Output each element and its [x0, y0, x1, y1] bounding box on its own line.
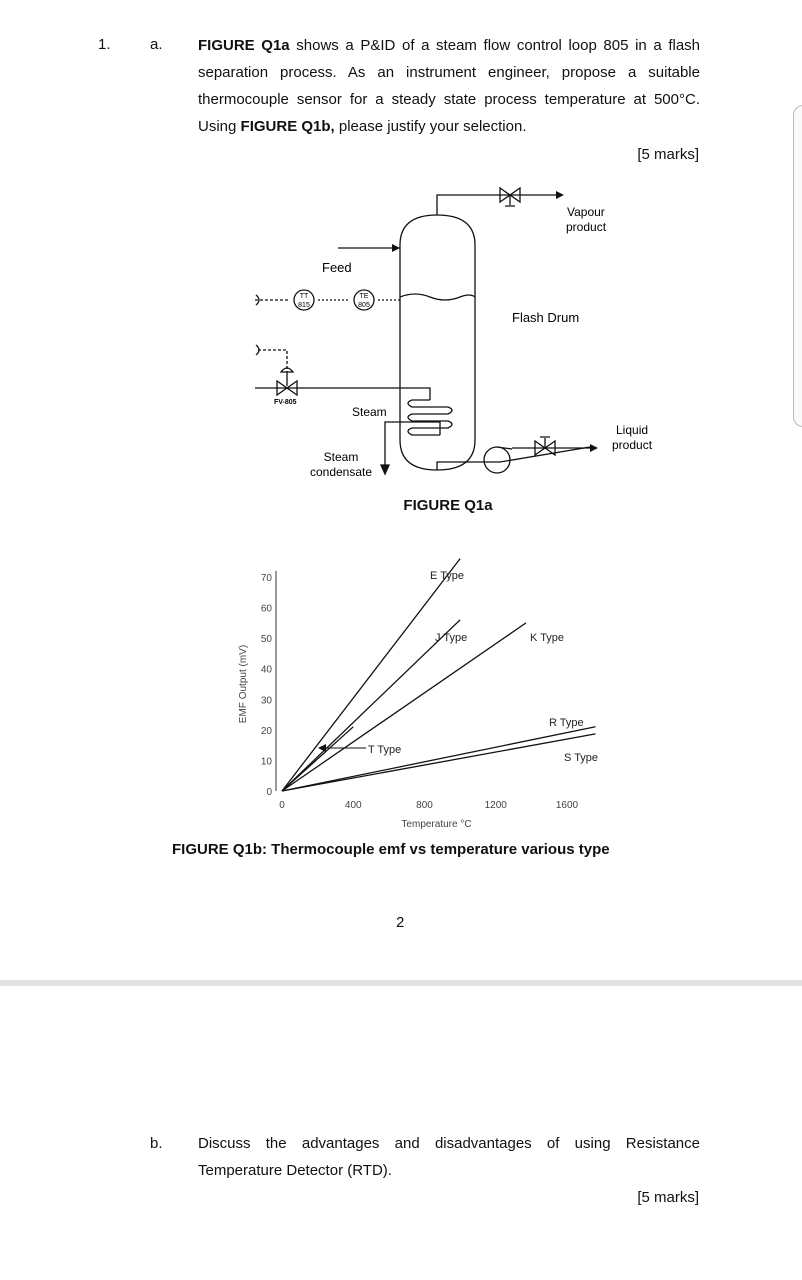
series-line-t-type: [281, 726, 354, 792]
y-tick-label: 30: [261, 695, 273, 706]
ref-figure-q1b: FIGURE Q1b,: [240, 118, 335, 135]
series-line-j-type: [281, 619, 461, 792]
tt-number: 815: [298, 302, 310, 309]
figure-q1b-caption: FIGURE Q1b: Thermocouple emf vs temperat…: [172, 841, 610, 858]
series-label-r-type: R Type: [549, 717, 584, 729]
y-axis-label: EMF Output (mV): [238, 645, 249, 723]
pid-diagram: Feed Vapour product Flash Drum TT 815 TE…: [255, 186, 653, 479]
label-flash-drum: Flash Drum: [512, 310, 579, 325]
y-tick-label: 70: [261, 573, 273, 584]
label-liquid-2: product: [612, 438, 653, 452]
part-a-letter: a.: [150, 36, 163, 53]
series-label-k-type: K Type: [530, 632, 564, 644]
part-a-text: FIGURE Q1a shows a P&ID of a steam flow …: [198, 37, 701, 135]
x-tick-label: 0: [279, 800, 285, 811]
vapour-line: [436, 194, 560, 215]
label-condensate-1: Steam: [324, 450, 359, 464]
series-label-s-type: S Type: [564, 752, 598, 764]
x-axis-label: Temperature °C: [401, 819, 471, 830]
series-label-t-type: T Type: [368, 744, 401, 756]
series-line-r-type: [281, 726, 596, 792]
fv-805-valve-icon: [276, 379, 298, 397]
part-b-marks: [5 marks]: [637, 1189, 699, 1206]
pump-icon: [483, 446, 511, 474]
part-a-marks: [5 marks]: [637, 146, 699, 163]
x-tick-label: 1200: [485, 800, 508, 811]
label-liquid-1: Liquid: [616, 423, 648, 437]
label-condensate-2: condensate: [310, 465, 372, 479]
label-feed: Feed: [322, 260, 352, 275]
series-line-e-type: [281, 558, 461, 792]
tt-815-bubble: [293, 289, 315, 311]
part-b-letter: b.: [150, 1135, 163, 1152]
series-line-k-type: [281, 622, 527, 792]
te-number: 805: [358, 302, 370, 309]
x-tick-label: 400: [345, 800, 362, 811]
ref-figure-q1a: FIGURE Q1a: [198, 37, 290, 54]
te-tag: TE: [360, 293, 369, 300]
label-steam: Steam: [352, 405, 387, 419]
y-tick-label: 50: [261, 634, 273, 645]
tt-tag: TT: [300, 293, 309, 300]
page-number: 2: [396, 914, 405, 931]
steam-line: [255, 387, 431, 400]
thermocouple-chart: 0 10 20 30 40 50 60 70 0 400 800 1200 1600Temperatur…: [238, 558, 598, 830]
y-tick-label: 0: [266, 787, 272, 798]
te-805-bubble: [353, 289, 375, 311]
flash-drum-vessel: [399, 214, 476, 471]
y-tick-label: 10: [261, 756, 273, 767]
condensate-line: [384, 421, 441, 470]
label-vapour-2: product: [566, 220, 607, 234]
series-line-s-type: [281, 733, 596, 792]
question-number: 1.: [98, 36, 111, 53]
y-tick-label: 60: [261, 604, 273, 615]
label-vapour-1: Vapour: [567, 205, 605, 219]
liquid-valve-icon: [534, 439, 556, 457]
heating-coil: [407, 399, 453, 436]
liquid-line: [436, 446, 591, 470]
valve-tag: FV-805: [274, 399, 297, 406]
liquid-level: [399, 293, 476, 301]
series-label-e-type: E Type: [430, 570, 464, 582]
vapour-valve-icon: [499, 186, 521, 204]
valve-actuator-icon: [279, 367, 295, 373]
x-tick-label: 1600: [556, 800, 579, 811]
y-tick-label: 20: [261, 726, 273, 737]
y-tick-label: 40: [261, 665, 273, 676]
page-divider: [0, 980, 802, 986]
side-panel-edge: [793, 105, 802, 427]
t-type-arrowhead: [318, 744, 326, 752]
signal-to-fv-805: [258, 349, 288, 372]
part-b-text: Discuss the advantages and disadvantages…: [198, 1135, 700, 1179]
series-label-j-type: J Type: [435, 632, 467, 644]
x-tick-label: 800: [416, 800, 433, 811]
figure-q1a-caption: FIGURE Q1a: [403, 497, 493, 514]
